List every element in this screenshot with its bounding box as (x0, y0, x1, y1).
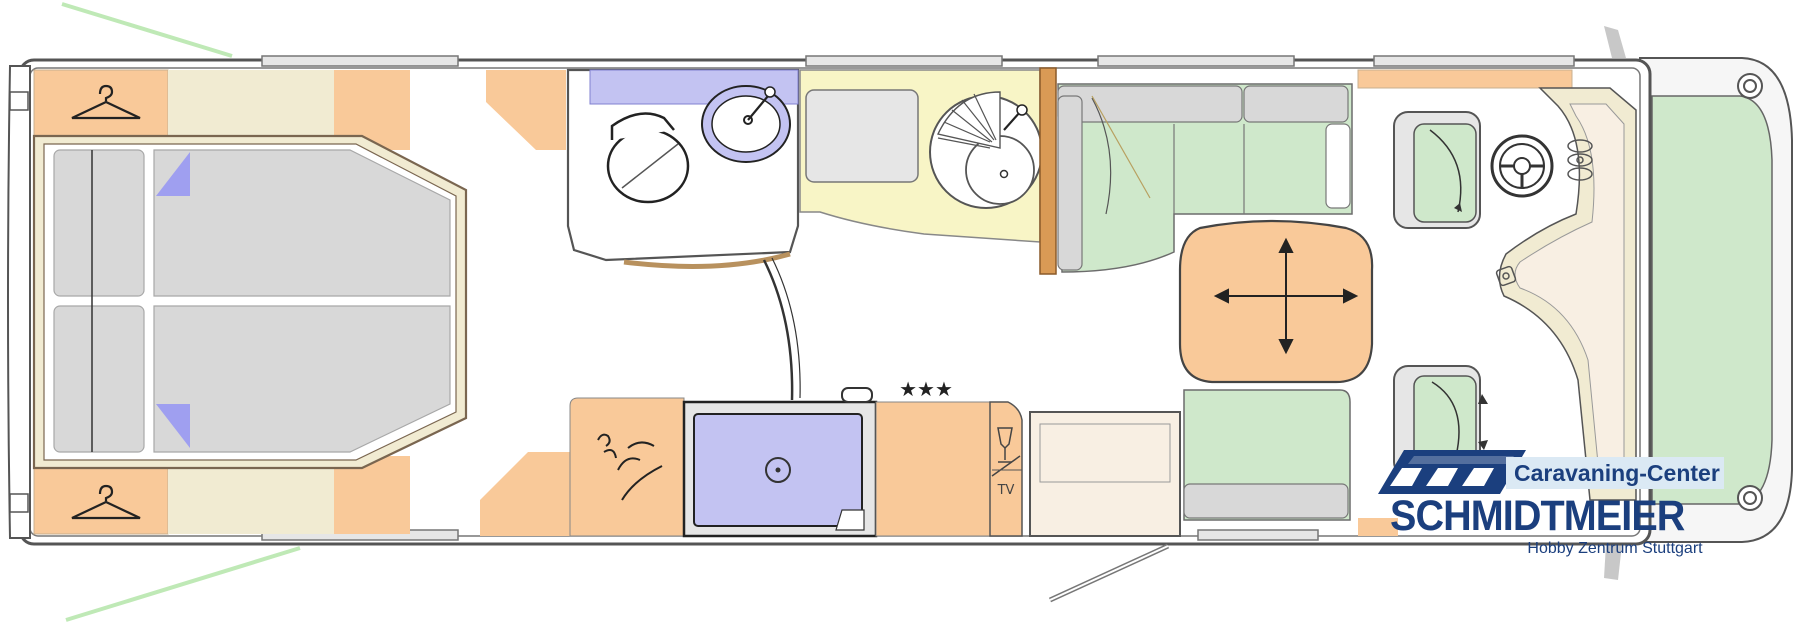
dinette-seat-divider (1057, 95, 1083, 271)
wardrobe-bottom (33, 467, 169, 535)
tv-label: TV (997, 483, 1015, 498)
cooktop-stars: ★★★ (899, 377, 953, 401)
driver-seat-cushion (1413, 123, 1477, 223)
window-top-4 (1373, 55, 1575, 67)
bathroom-door-swing-2 (771, 257, 801, 399)
wardrobe-top (33, 69, 169, 137)
windshield (1651, 95, 1773, 505)
dinette-armrest-top (1325, 123, 1351, 209)
rear-door-bottom-line (65, 546, 301, 622)
gear-lever-icon (1495, 265, 1517, 287)
cooktop-handle (841, 387, 873, 403)
kitchen-counter-bottom (875, 401, 991, 537)
rear-door-top-line (61, 2, 233, 58)
cabinet-bottom-left (480, 452, 570, 536)
toilet-icon (606, 112, 690, 204)
headlight-top-inner (1743, 79, 1757, 93)
dinette-diagonal (1091, 95, 1151, 199)
entry-step (1039, 423, 1171, 483)
passenger-seat-swivel (1431, 381, 1460, 457)
logo-subtitle: Hobby Zentrum Stuttgart (1527, 540, 1703, 557)
cooktop-knob-center (775, 467, 781, 473)
dashboard-gauges-icon (1567, 139, 1593, 181)
window-top-1 (261, 55, 459, 67)
bed-corner-marker-top (156, 152, 190, 196)
corner-cabinet-top (486, 70, 566, 150)
bed-mattress-bottom (153, 305, 451, 453)
dinette-swing-arc (1091, 97, 1112, 215)
dinette-table (1178, 219, 1374, 384)
dinette-backrest-top-2 (1243, 85, 1349, 123)
wine-glass-icon (991, 427, 1021, 477)
kitchen-drainboard (805, 89, 919, 183)
pantry-cabinet (569, 397, 685, 537)
dinette-backrest-bottom (1183, 483, 1349, 519)
mirror-top (1604, 26, 1626, 58)
driver-seat-swivel (1429, 129, 1462, 213)
dashboard-inner (1514, 103, 1625, 485)
hanger-icon (71, 84, 141, 120)
cooktop-grill (835, 509, 865, 531)
bed-corner-marker-bottom (156, 404, 190, 448)
window-bottom-2 (1197, 529, 1319, 541)
entry-door-line-inner (1049, 545, 1169, 601)
kitchen-divider (1039, 67, 1057, 275)
bed-pillow-top (53, 149, 145, 297)
steering-wheel-icon (1490, 134, 1554, 198)
hanger-icon (71, 484, 141, 520)
bed-mattress-top (153, 149, 451, 297)
logo-brand: SCHMIDTMEIER (1390, 492, 1685, 540)
window-top-2 (805, 55, 1003, 67)
headlight-bottom (1737, 485, 1763, 511)
rear-light-top (9, 91, 29, 111)
bed-pillow-bottom (53, 305, 145, 453)
headlight-top (1737, 73, 1763, 99)
window-top-3 (1097, 55, 1295, 67)
driver-seat-arrow (1454, 203, 1462, 212)
bed-side-top (168, 70, 334, 136)
dinette-backrest-top (1057, 85, 1243, 123)
bathroom-sink-icon (701, 85, 791, 163)
rear-light-bottom (9, 493, 29, 513)
headlight-bottom-inner (1743, 491, 1757, 505)
cab-bottom-ledge (1358, 518, 1398, 536)
bathroom-door-swing (762, 259, 794, 401)
bed-side-bottom (168, 468, 334, 534)
rear-bumper (7, 65, 31, 539)
fridge-side (989, 401, 1023, 537)
cooktop-knob (765, 457, 791, 483)
logo-ribbon-icon (1378, 450, 1526, 494)
logo-tagline: Caravaning-Center (1506, 457, 1724, 489)
cab-top-ledge (1357, 69, 1573, 89)
move-arrows-icon (1213, 237, 1359, 355)
spices-icon (597, 433, 663, 501)
mirror-bottom (1604, 544, 1622, 580)
dealer-logo: Caravaning-Center SCHMIDTMEIER Hobby Zen… (1378, 446, 1738, 566)
bathroom-door-arc (623, 251, 791, 269)
